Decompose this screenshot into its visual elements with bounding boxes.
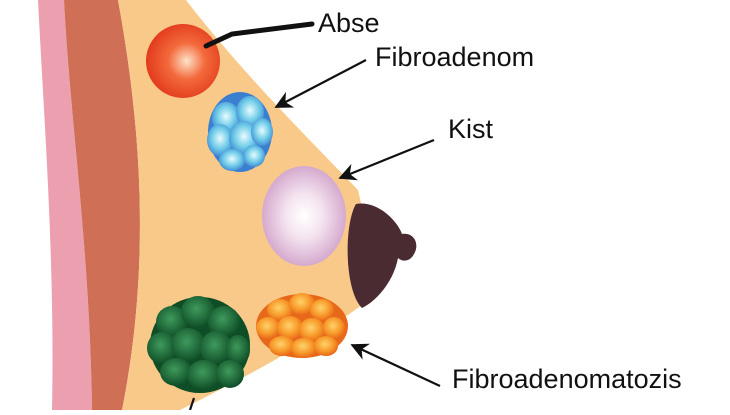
fibroadenoma-lesion bbox=[207, 92, 273, 172]
abse-leader-line bbox=[203, 21, 315, 49]
kist-arrow bbox=[338, 138, 435, 181]
fibroadenomatosis-orange-cluster bbox=[256, 293, 348, 358]
cyst-lesion bbox=[262, 166, 346, 266]
label-abse: Abse bbox=[318, 8, 380, 38]
label-fibroadenom: Fibroadenom bbox=[375, 42, 535, 72]
abscess-lesion bbox=[146, 24, 220, 98]
muscle-layer bbox=[64, 0, 140, 410]
chest-wall bbox=[38, 0, 92, 410]
label-kist: Kist bbox=[448, 114, 494, 144]
fibroadenom-arrow bbox=[274, 59, 367, 108]
label-fibroadenomatozis: Fibroadenomatozis bbox=[452, 364, 682, 394]
fibroadenomatosis-green-cluster bbox=[147, 296, 250, 393]
nipple bbox=[347, 203, 417, 308]
fibroadenomatozis-arrow bbox=[350, 343, 441, 387]
bottom-arrow-stub bbox=[188, 397, 196, 411]
